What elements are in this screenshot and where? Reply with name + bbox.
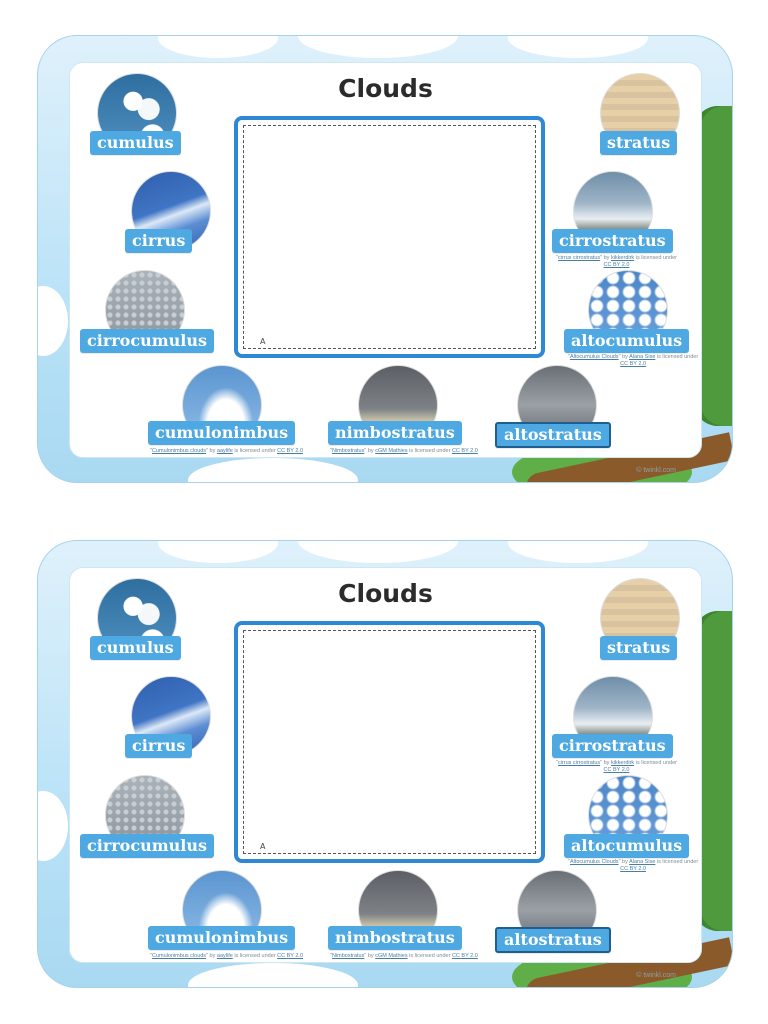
- cirrocumulus-label: cirrocumulus: [80, 329, 215, 353]
- credit-title-link[interactable]: Altocumulus Clouds: [569, 859, 619, 865]
- credit-author-link[interactable]: Alana Sise: [629, 859, 656, 865]
- background-cloud: [508, 541, 648, 563]
- credit-text: ": [150, 448, 152, 454]
- credit-title-link[interactable]: Cumulonimbus clouds: [151, 448, 207, 454]
- cumulonimbus-label: cumulonimbus: [148, 926, 296, 950]
- credit-license-link[interactable]: CC BY 2.0: [603, 262, 630, 268]
- credit-text: ": [556, 760, 558, 766]
- cumulus-label: cumulus: [90, 636, 181, 660]
- altocumulus-credit: "Altocumulus Clouds" by Alana Sise is li…: [568, 354, 698, 368]
- credit-license-link[interactable]: CC BY 2.0: [603, 767, 630, 773]
- credit-license-link[interactable]: CC BY 2.0: [451, 953, 478, 959]
- copyright-text: © twinkl.com: [636, 467, 676, 474]
- cirrostratus-label: cirrostratus: [552, 229, 673, 253]
- background-cloud: [298, 541, 458, 563]
- cirrus-label: cirrus: [125, 229, 193, 253]
- worksheet-panel: Clouds A cumulus stratus cirrus cirrostr…: [69, 567, 702, 963]
- credit-license-link[interactable]: CC BY 2.0: [620, 866, 647, 872]
- altocumulus-label: altocumulus: [564, 329, 690, 353]
- cirrocumulus-label: cirrocumulus: [80, 834, 215, 858]
- cumulonimbus-label: cumulonimbus: [148, 421, 296, 445]
- credit-text: " by: [206, 448, 217, 454]
- cloud-mat-top: © twinkl.com Clouds A cumulus stratus ci…: [37, 35, 733, 483]
- credit-text: is licensed under: [407, 448, 452, 454]
- credit-text: " by: [600, 760, 611, 766]
- cirrostratus-credit: "cirrus cirrostratus" by kikkerdirk is l…: [556, 255, 677, 269]
- altocumulus-credit: "Altocumulus Clouds" by Alana Sise is li…: [568, 859, 698, 873]
- credit-text: ": [568, 859, 570, 865]
- credit-text: is licensed under: [655, 354, 699, 360]
- background-cloud: [508, 36, 648, 58]
- credit-text: " by: [364, 953, 376, 959]
- credit-text: is licensed under: [655, 859, 699, 865]
- nimbostratus-label: nimbostratus: [328, 421, 462, 445]
- credit-title-link[interactable]: cirrus cirrostratus: [557, 255, 601, 261]
- altostratus-label: altostratus: [495, 927, 611, 953]
- worksheet-panel: Clouds A cumulus stratus cirrus cirrostr…: [69, 62, 702, 458]
- credit-text: ": [150, 953, 152, 959]
- nimbostratus-credit: "Nimbostratus" by cGM Mathies is license…: [330, 953, 478, 960]
- cirrostratus-credit: "cirrus cirrostratus" by kikkerdirk is l…: [556, 760, 677, 774]
- page-title: Clouds: [338, 579, 433, 608]
- credit-text: " by: [364, 448, 376, 454]
- background-cloud: [188, 963, 358, 987]
- drawing-board: A: [234, 621, 545, 863]
- credit-author-link[interactable]: cGM Mathies: [375, 448, 408, 454]
- background-cloud: [38, 791, 68, 861]
- credit-text: is licensed under: [407, 953, 452, 959]
- credit-title-link[interactable]: cirrus cirrostratus: [557, 760, 601, 766]
- cumulonimbus-credit: "Cumulonimbus clouds" by aaylife is lice…: [150, 953, 303, 960]
- cirrus-label: cirrus: [125, 734, 193, 758]
- credit-text: ": [330, 448, 332, 454]
- credit-author-link[interactable]: cGM Mathies: [375, 953, 408, 959]
- credit-title-link[interactable]: Nimbostratus: [331, 448, 365, 454]
- credit-text: is licensed under: [634, 760, 677, 766]
- board-mark: A: [260, 337, 266, 346]
- cirrostratus-label: cirrostratus: [552, 734, 673, 758]
- background-cloud: [38, 286, 68, 356]
- drawing-area: A: [243, 125, 536, 349]
- altocumulus-label: altocumulus: [564, 834, 690, 858]
- background-cloud: [188, 458, 358, 482]
- credit-license-link[interactable]: CC BY 2.0: [277, 448, 304, 454]
- credit-text: " by: [600, 255, 611, 261]
- credit-text: ": [556, 255, 558, 261]
- nimbostratus-label: nimbostratus: [328, 926, 462, 950]
- credit-title-link[interactable]: Nimbostratus: [331, 953, 365, 959]
- credit-license-link[interactable]: CC BY 2.0: [277, 953, 304, 959]
- background-cloud: [158, 36, 278, 58]
- credit-title-link[interactable]: Altocumulus Clouds: [569, 354, 619, 360]
- stratus-label: stratus: [600, 131, 678, 155]
- cloud-mat-bottom: © twinkl.com Clouds A cumulus stratus ci…: [37, 540, 733, 988]
- copyright-text: © twinkl.com: [636, 972, 676, 979]
- credit-text: " by: [206, 953, 217, 959]
- drawing-area: A: [243, 630, 536, 854]
- credit-text: ": [568, 354, 570, 360]
- cumulus-label: cumulus: [90, 131, 181, 155]
- credit-text: is licensed under: [232, 953, 278, 959]
- background-cloud: [158, 541, 278, 563]
- nimbostratus-credit: "Nimbostratus" by cGM Mathies is license…: [330, 448, 478, 455]
- credit-author-link[interactable]: Alana Sise: [629, 354, 656, 360]
- credit-author-link[interactable]: aaylife: [216, 953, 233, 959]
- credit-title-link[interactable]: Cumulonimbus clouds: [151, 953, 207, 959]
- page-title: Clouds: [338, 74, 433, 103]
- credit-text: " by: [618, 859, 630, 865]
- credit-text: is licensed under: [232, 448, 278, 454]
- credit-text: is licensed under: [634, 255, 677, 261]
- credit-author-link[interactable]: kikkerdirk: [610, 255, 635, 261]
- credit-license-link[interactable]: CC BY 2.0: [620, 361, 647, 367]
- cumulonimbus-credit: "Cumulonimbus clouds" by aaylife is lice…: [150, 448, 303, 455]
- stratus-label: stratus: [600, 636, 678, 660]
- background-cloud: [298, 36, 458, 58]
- credit-author-link[interactable]: kikkerdirk: [610, 760, 635, 766]
- board-mark: A: [260, 842, 266, 851]
- credit-text: ": [330, 953, 332, 959]
- drawing-board: A: [234, 116, 545, 358]
- credit-author-link[interactable]: aaylife: [216, 448, 233, 454]
- altostratus-label: altostratus: [495, 422, 611, 448]
- credit-text: " by: [618, 354, 630, 360]
- credit-license-link[interactable]: CC BY 2.0: [451, 448, 478, 454]
